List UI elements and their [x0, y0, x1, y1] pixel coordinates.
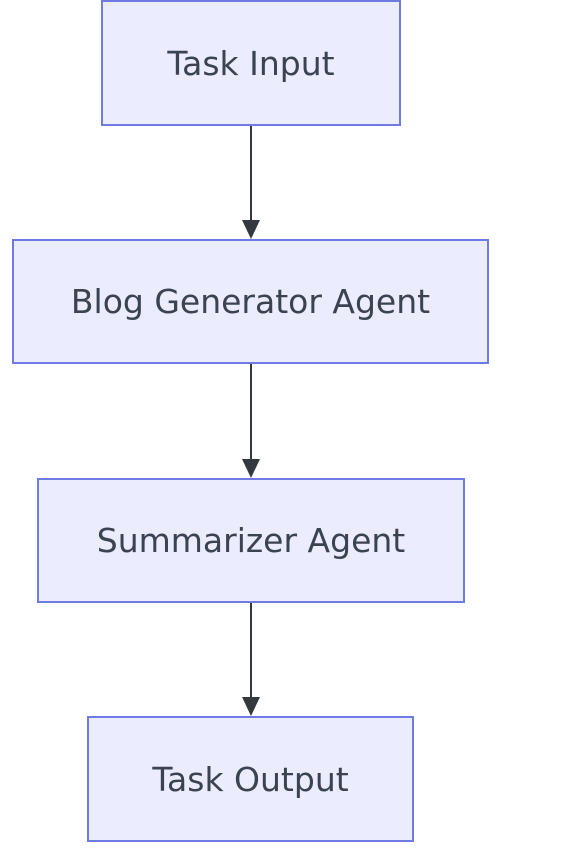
node-task-input: Task Input [101, 0, 401, 126]
node-blog-generator-agent: Blog Generator Agent [12, 239, 489, 364]
edge-summarizer-to-task-output [242, 603, 260, 716]
node-blog-generator-agent-label: Blog Generator Agent [70, 282, 431, 321]
edge-blog-generator-to-summarizer [242, 364, 260, 478]
edge-task-input-to-blog-generator [242, 126, 260, 239]
node-summarizer-agent: Summarizer Agent [37, 478, 465, 603]
node-summarizer-agent-label: Summarizer Agent [96, 521, 406, 560]
node-task-input-label: Task Input [167, 43, 335, 83]
node-task-output-label: Task Output [152, 759, 349, 799]
node-task-output: Task Output [87, 716, 414, 842]
